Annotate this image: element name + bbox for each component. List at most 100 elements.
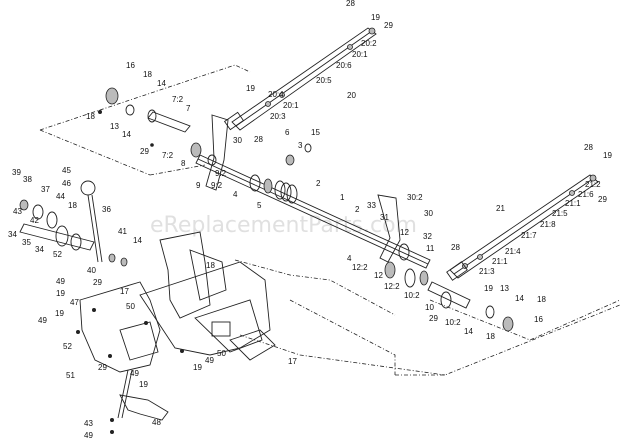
callout-29: 29 bbox=[93, 278, 102, 287]
callout-18: 18 bbox=[537, 295, 546, 304]
callout-41: 41 bbox=[118, 227, 127, 236]
callout-14: 14 bbox=[122, 130, 131, 139]
callout-19: 19 bbox=[371, 13, 380, 22]
callout-16: 16 bbox=[534, 315, 543, 324]
callout-21-2: 21:2 bbox=[585, 180, 601, 189]
callout-47: 47 bbox=[70, 298, 79, 307]
callout-21-8: 21:8 bbox=[540, 220, 556, 229]
callout-19: 19 bbox=[246, 84, 255, 93]
right-lever-assembly bbox=[377, 194, 514, 332]
callout-20-3: 20:3 bbox=[270, 112, 286, 121]
callout-45: 45 bbox=[62, 166, 71, 175]
callout-29: 29 bbox=[98, 363, 107, 372]
callout-14: 14 bbox=[133, 236, 142, 245]
callout-49: 49 bbox=[130, 369, 139, 378]
callout-18: 18 bbox=[143, 70, 152, 79]
callout-29: 29 bbox=[140, 147, 149, 156]
callout-44: 44 bbox=[56, 192, 65, 201]
callout-38: 38 bbox=[23, 175, 32, 184]
callout-18: 18 bbox=[486, 332, 495, 341]
callout-49: 49 bbox=[38, 316, 47, 325]
callout-49: 49 bbox=[205, 356, 214, 365]
callout-30-2: 30:2 bbox=[407, 193, 423, 202]
callout-4: 4 bbox=[233, 190, 238, 199]
callout-48: 48 bbox=[152, 418, 161, 427]
callout-33: 33 bbox=[367, 201, 376, 210]
callout-21-1: 21:1 bbox=[492, 257, 508, 266]
callout-52: 52 bbox=[53, 250, 62, 259]
callout-52: 52 bbox=[63, 342, 72, 351]
callout-46: 46 bbox=[62, 179, 71, 188]
callout-9-2: 9:2 bbox=[215, 169, 227, 178]
callout-35: 35 bbox=[22, 238, 31, 247]
callout-51: 51 bbox=[66, 371, 75, 380]
callout-28: 28 bbox=[584, 143, 593, 152]
callout-17: 17 bbox=[288, 357, 297, 366]
callout-12-2: 12:2 bbox=[384, 282, 400, 291]
callout-17: 17 bbox=[120, 287, 129, 296]
callout-18: 18 bbox=[206, 261, 215, 270]
callout-10-2: 10:2 bbox=[445, 318, 461, 327]
callout-7: 7 bbox=[186, 104, 191, 113]
callout-31: 31 bbox=[380, 213, 389, 222]
callout-40: 40 bbox=[87, 266, 96, 275]
callout-20-5: 20:5 bbox=[316, 76, 332, 85]
callout-28: 28 bbox=[346, 0, 355, 8]
callout-21-1: 21:1 bbox=[565, 199, 581, 208]
shaft-spring-bushings bbox=[249, 143, 312, 204]
callout-20-6: 20:6 bbox=[336, 61, 352, 70]
callout-49: 49 bbox=[56, 277, 65, 286]
callout-21-4: 21:4 bbox=[505, 247, 521, 256]
main-shaft bbox=[195, 154, 431, 269]
callout-5: 5 bbox=[257, 201, 262, 210]
callout-10-2: 10:2 bbox=[404, 291, 420, 300]
callout-37: 37 bbox=[41, 185, 50, 194]
callout-13: 13 bbox=[110, 122, 119, 131]
callout-19: 19 bbox=[55, 309, 64, 318]
callout-34: 34 bbox=[8, 230, 17, 239]
callout-28: 28 bbox=[254, 135, 263, 144]
callout-12-2: 12:2 bbox=[352, 263, 368, 272]
callout-13: 13 bbox=[500, 284, 509, 293]
callout-15: 15 bbox=[311, 128, 320, 137]
upper-lever-assembly bbox=[98, 87, 229, 191]
callout-50: 50 bbox=[217, 349, 226, 358]
callout-32: 32 bbox=[423, 232, 432, 241]
callout-2: 2 bbox=[316, 179, 321, 188]
callout-4: 4 bbox=[347, 254, 352, 263]
frame-bracket bbox=[76, 231, 276, 434]
callout-21: 21 bbox=[496, 204, 505, 213]
callout-50: 50 bbox=[126, 302, 135, 311]
assembly-reference-lines bbox=[39, 64, 620, 376]
callout-29: 29 bbox=[384, 21, 393, 30]
callout-39: 39 bbox=[12, 168, 21, 177]
callout-19: 19 bbox=[484, 284, 493, 293]
callout-16: 16 bbox=[126, 61, 135, 70]
callout-21-6: 21:6 bbox=[578, 190, 594, 199]
callout-12: 12 bbox=[374, 271, 383, 280]
callout-20: 20 bbox=[347, 91, 356, 100]
callout-20-1: 20:1 bbox=[352, 50, 368, 59]
callout-20-1: 20:1 bbox=[283, 101, 299, 110]
callout-19: 19 bbox=[139, 380, 148, 389]
callout-7-2: 7:2 bbox=[162, 151, 174, 160]
callout-19: 19 bbox=[56, 289, 65, 298]
callout-42: 42 bbox=[30, 216, 39, 225]
lift-arm-20 bbox=[223, 27, 377, 131]
callout-18: 18 bbox=[68, 201, 77, 210]
left-handle-assembly bbox=[19, 180, 128, 267]
callout-10: 10 bbox=[425, 303, 434, 312]
callout-43: 43 bbox=[13, 207, 22, 216]
callout-49: 49 bbox=[84, 431, 93, 440]
callout-19: 19 bbox=[603, 151, 612, 160]
callout-14: 14 bbox=[157, 79, 166, 88]
callout-2: 2 bbox=[355, 205, 360, 214]
callout-30: 30 bbox=[233, 136, 242, 145]
lift-arm-21 bbox=[446, 174, 599, 281]
callout-30: 30 bbox=[424, 209, 433, 218]
callout-8: 8 bbox=[181, 159, 186, 168]
callout-6: 6 bbox=[285, 128, 290, 137]
callout-14: 14 bbox=[515, 294, 524, 303]
callout-21-5: 21:5 bbox=[552, 209, 568, 218]
